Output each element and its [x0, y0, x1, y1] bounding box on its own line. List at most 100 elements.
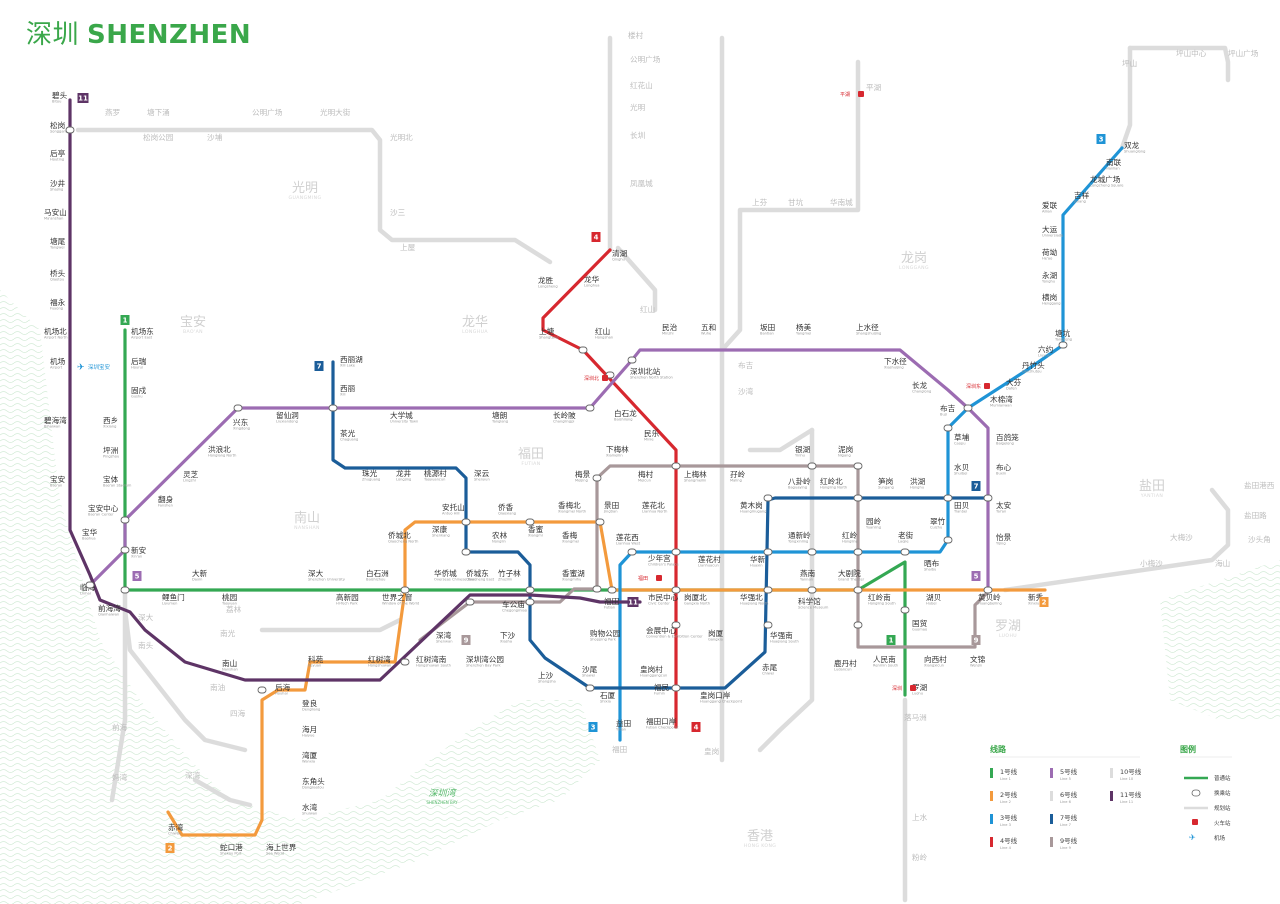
interchange-45[interactable]: [85, 581, 95, 589]
line-badge-L11-0[interactable]: 11: [77, 93, 89, 103]
interchange-5[interactable]: [578, 346, 588, 354]
airport-marker[interactable]: ✈ 深圳宝安: [77, 363, 111, 373]
interchange-26[interactable]: [763, 548, 773, 556]
interchange-22[interactable]: [983, 586, 993, 594]
interchange-50[interactable]: [807, 548, 817, 556]
interchange-34[interactable]: [525, 598, 535, 606]
line-badge-L1-1[interactable]: 1: [886, 635, 896, 645]
line-badge-L5-0[interactable]: 5: [132, 571, 142, 581]
interchange-42[interactable]: [585, 684, 595, 692]
interchange-24[interactable]: [627, 548, 637, 556]
interchange-15[interactable]: [595, 518, 605, 526]
interchange-27[interactable]: [853, 548, 863, 556]
interchange-4[interactable]: [585, 404, 595, 412]
interchange-31[interactable]: [853, 494, 863, 502]
interchange-49[interactable]: [807, 462, 817, 470]
line-badge-L11-1[interactable]: 11: [627, 597, 639, 607]
line-L2[interactable]: [166, 520, 1047, 837]
interchange-39[interactable]: [853, 621, 863, 629]
line-badge-L5-1[interactable]: 5: [971, 571, 981, 581]
interchange-21[interactable]: [853, 586, 863, 594]
interchange-25[interactable]: [671, 548, 681, 556]
interchange-6[interactable]: [627, 356, 637, 364]
interchange-16[interactable]: [400, 586, 410, 594]
interchange-51[interactable]: [807, 586, 817, 594]
interchange-13[interactable]: [461, 518, 471, 526]
interchange-33[interactable]: [983, 494, 993, 502]
interchange-1[interactable]: [120, 586, 130, 594]
interchange-8[interactable]: [963, 404, 973, 412]
interchange-19[interactable]: [671, 586, 681, 594]
line-badge-L3-0[interactable]: 3: [1096, 134, 1106, 144]
interchange-23[interactable]: [461, 548, 471, 556]
